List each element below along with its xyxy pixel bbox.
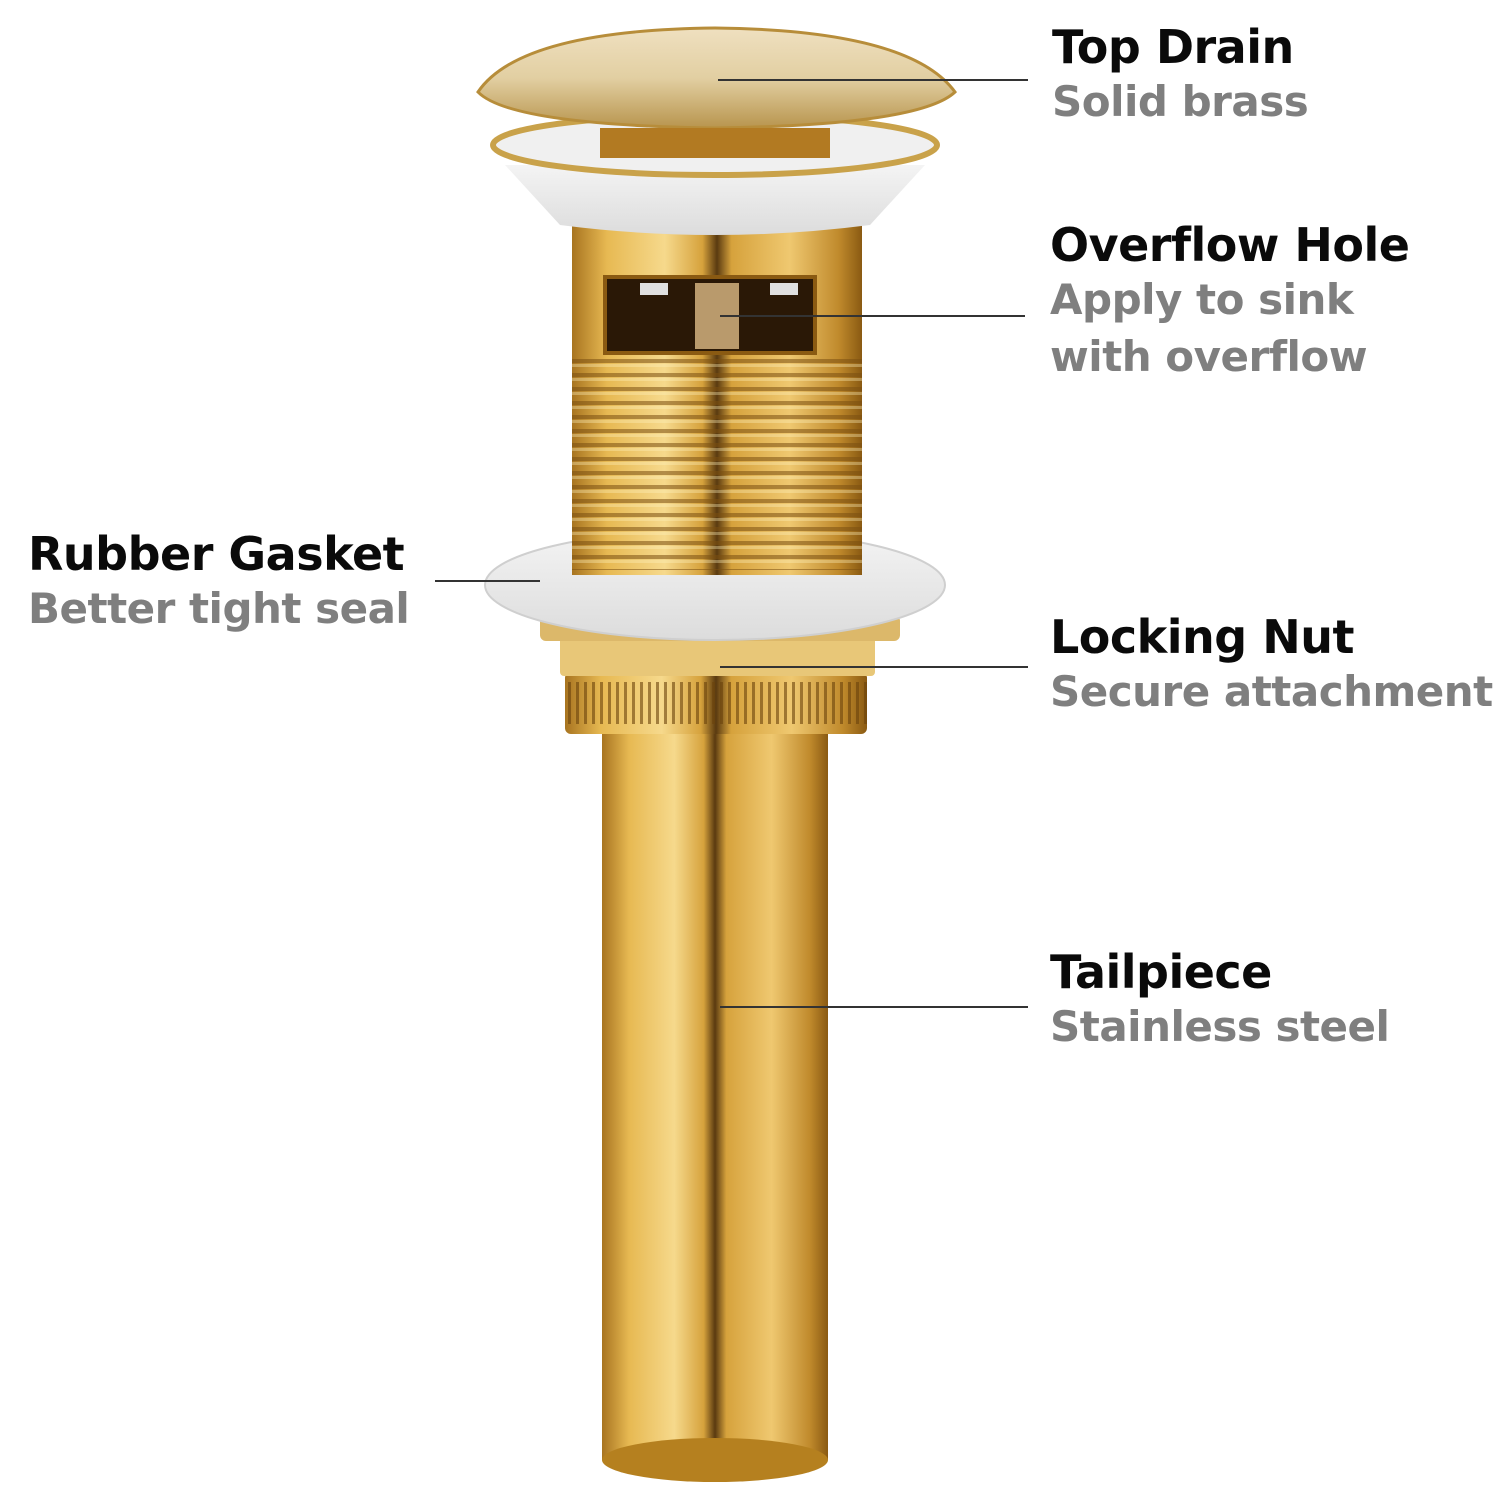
- callout-subtitle: Secure attachment: [1050, 667, 1493, 716]
- callout-subtitle: Stainless steel: [1050, 1002, 1390, 1051]
- callout-title: Tailpiece: [1050, 945, 1272, 999]
- callout-locking-nut: Locking Nut Secure attachment: [1050, 614, 1493, 723]
- callout-tailpiece: Tailpiece Stainless steel: [1050, 945, 1390, 1058]
- threaded-body-part: [572, 215, 862, 575]
- callout-subtitle: Better tight seal: [28, 584, 410, 633]
- callout-title: Top Drain: [1052, 20, 1294, 74]
- callout-title: Overflow Hole: [1050, 218, 1410, 272]
- callout-subtitle-line-2: with overflow: [1050, 332, 1368, 381]
- callout-top-drain: Top Drain Solid brass: [1052, 20, 1309, 133]
- callout-rubber-gasket: Rubber Gasket Better tight seal: [28, 527, 410, 640]
- leader-lines: [435, 79, 1028, 1008]
- callout-title: Rubber Gasket: [28, 527, 405, 581]
- callout-subtitle-line-1: Apply to sink: [1050, 275, 1354, 324]
- callout-subtitle: Solid brass: [1052, 77, 1309, 126]
- tailpiece-part: [602, 720, 828, 1482]
- top-drain-cap: [476, 26, 957, 158]
- callout-overflow-hole: Overflow Hole Apply to sink with overflo…: [1050, 218, 1410, 384]
- callout-title: Locking Nut: [1050, 610, 1354, 664]
